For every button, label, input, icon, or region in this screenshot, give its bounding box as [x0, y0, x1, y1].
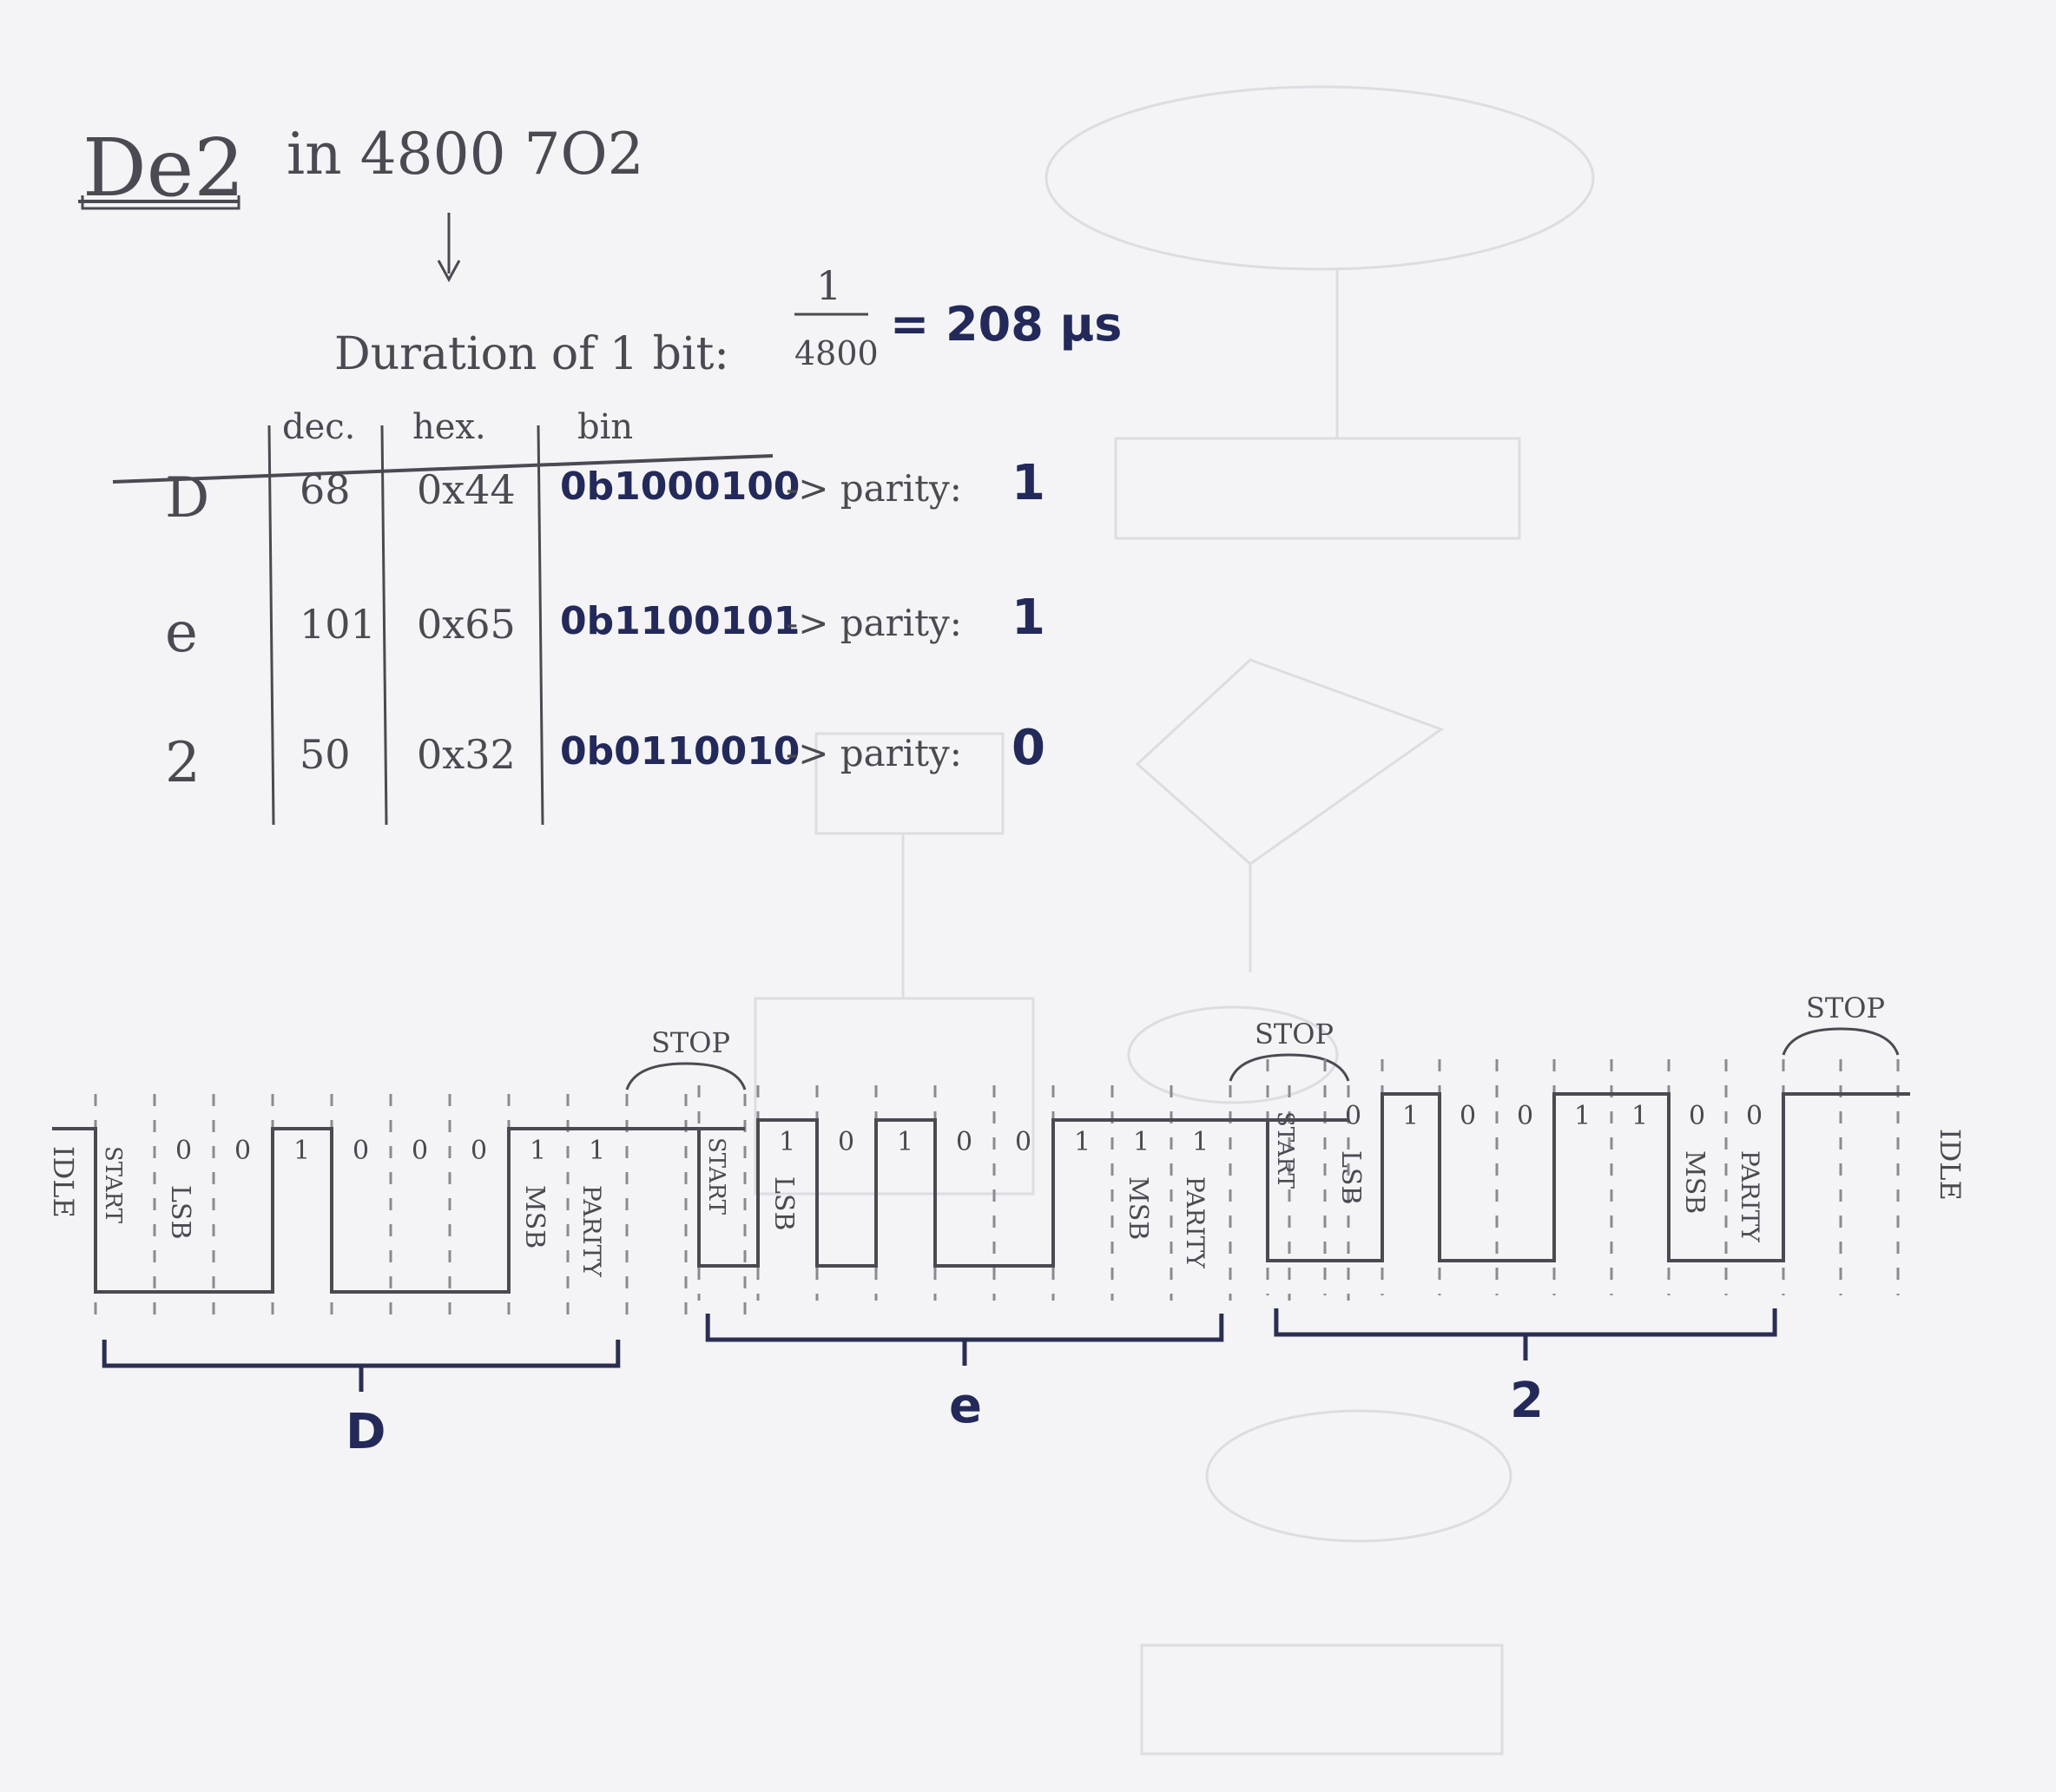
bit-value-label: 0	[1517, 1101, 1533, 1131]
page-subtitle: in 4800 7O2	[287, 121, 644, 188]
bit-value-label: 0	[1460, 1101, 1476, 1131]
parity-label: PARITY	[1736, 1150, 1764, 1242]
bit-value-label: 0	[175, 1136, 192, 1166]
idle-left-label: IDLE	[47, 1146, 80, 1218]
stop-brace	[1782, 1027, 1900, 1056]
start-bit-label: START	[1272, 1111, 1298, 1189]
bit-value-label: 0	[471, 1136, 487, 1166]
bit-value-label: 0	[1746, 1101, 1763, 1131]
lsb-label: LSB	[1335, 1150, 1366, 1205]
table-header-rule	[112, 454, 774, 484]
msb-label: MSB	[1679, 1150, 1710, 1214]
table-row-hex: 0x32	[417, 731, 516, 778]
duration-fraction-denominator: 4800	[794, 334, 879, 372]
down-arrow-head	[437, 260, 461, 283]
duration-result: = 208 µs	[890, 297, 1122, 352]
bit-value-label: 1	[1574, 1101, 1591, 1131]
table-row-parity-value: 1	[1012, 590, 1045, 646]
table-column-divider	[537, 425, 544, 826]
stop-label: STOP	[1255, 1018, 1334, 1051]
page-title: De2	[82, 122, 245, 214]
table-row-hex: 0x65	[417, 601, 516, 648]
bit-value-label: 1	[779, 1127, 795, 1157]
stop-brace	[625, 1062, 747, 1090]
table-header-bin: bin	[577, 407, 633, 447]
table-column-divider	[380, 425, 388, 826]
bit-value-label: 1	[1631, 1101, 1648, 1131]
bit-value-label: 0	[1689, 1101, 1705, 1131]
table-row-hex: 0x44	[417, 466, 516, 513]
start-bit-label: START	[703, 1137, 729, 1216]
table-row-char: e	[165, 601, 198, 665]
table-column-divider	[267, 425, 275, 826]
stop-label: STOP	[1806, 992, 1885, 1024]
frame-char-label: e	[949, 1378, 982, 1434]
table-header-hex: hex.	[412, 407, 486, 447]
table-row-parity-value: 0	[1012, 720, 1045, 776]
bit-value-label: 1	[1402, 1101, 1419, 1131]
bit-value-label: 0	[412, 1136, 428, 1166]
lsb-label: LSB	[165, 1185, 195, 1240]
frame-char-label: D	[346, 1404, 386, 1460]
frame-bracket	[705, 1314, 1224, 1342]
start-bit-label: START	[100, 1146, 126, 1224]
table-header-dec: dec.	[282, 407, 355, 447]
table-row-bin: 0b0110010	[560, 729, 800, 774]
bit-value-label: 1	[1074, 1127, 1091, 1157]
idle-right-label: IDLE	[1934, 1129, 1967, 1201]
bit-value-label: 1	[530, 1136, 546, 1166]
table-row-parity-label: -> parity:	[786, 732, 962, 774]
msb-label: MSB	[519, 1185, 550, 1248]
table-row-bin: 0b1000100	[560, 464, 800, 509]
msb-label: MSB	[1123, 1176, 1153, 1240]
bit-value-label: 0	[353, 1136, 369, 1166]
bit-value-label: 0	[956, 1127, 972, 1157]
parity-label: PARITY	[577, 1185, 606, 1277]
table-row-parity-value: 1	[1012, 455, 1045, 511]
bleed-through-sketch	[754, 85, 1595, 1756]
bit-value-label: 1	[589, 1136, 605, 1166]
bit-value-label: 1	[293, 1136, 310, 1166]
bit-value-label: 0	[234, 1136, 251, 1166]
bit-value-label: 0	[1345, 1101, 1361, 1131]
frame-bracket	[102, 1340, 621, 1368]
stop-label: STOP	[651, 1026, 730, 1059]
frame-bracket	[1274, 1308, 1777, 1337]
signal-trace	[52, 1092, 1910, 1294]
table-row-bin: 0b1100101	[560, 599, 800, 643]
table-row-parity-label: -> parity:	[786, 602, 962, 644]
bit-value-label: 1	[897, 1127, 913, 1157]
table-row-dec: 50	[300, 731, 351, 778]
bit-value-label: 1	[1192, 1127, 1209, 1157]
bit-value-label: 0	[838, 1127, 854, 1157]
bit-value-label: 1	[1133, 1127, 1150, 1157]
table-row-dec: 68	[300, 466, 351, 513]
table-row-dec: 101	[300, 601, 376, 648]
bit-value-label: 0	[1015, 1127, 1031, 1157]
frame-char-label: 2	[1510, 1373, 1544, 1429]
stop-brace	[1229, 1053, 1350, 1082]
table-row-char: 2	[165, 731, 201, 795]
table-row-parity-label: -> parity:	[786, 467, 962, 510]
lsb-label: LSB	[768, 1176, 799, 1231]
title-underline-hook	[81, 195, 241, 210]
duration-fraction-numerator: 1	[816, 262, 841, 309]
table-row-char: D	[165, 466, 209, 530]
duration-label: Duration of 1 bit:	[334, 328, 729, 380]
parity-label: PARITY	[1181, 1176, 1209, 1268]
